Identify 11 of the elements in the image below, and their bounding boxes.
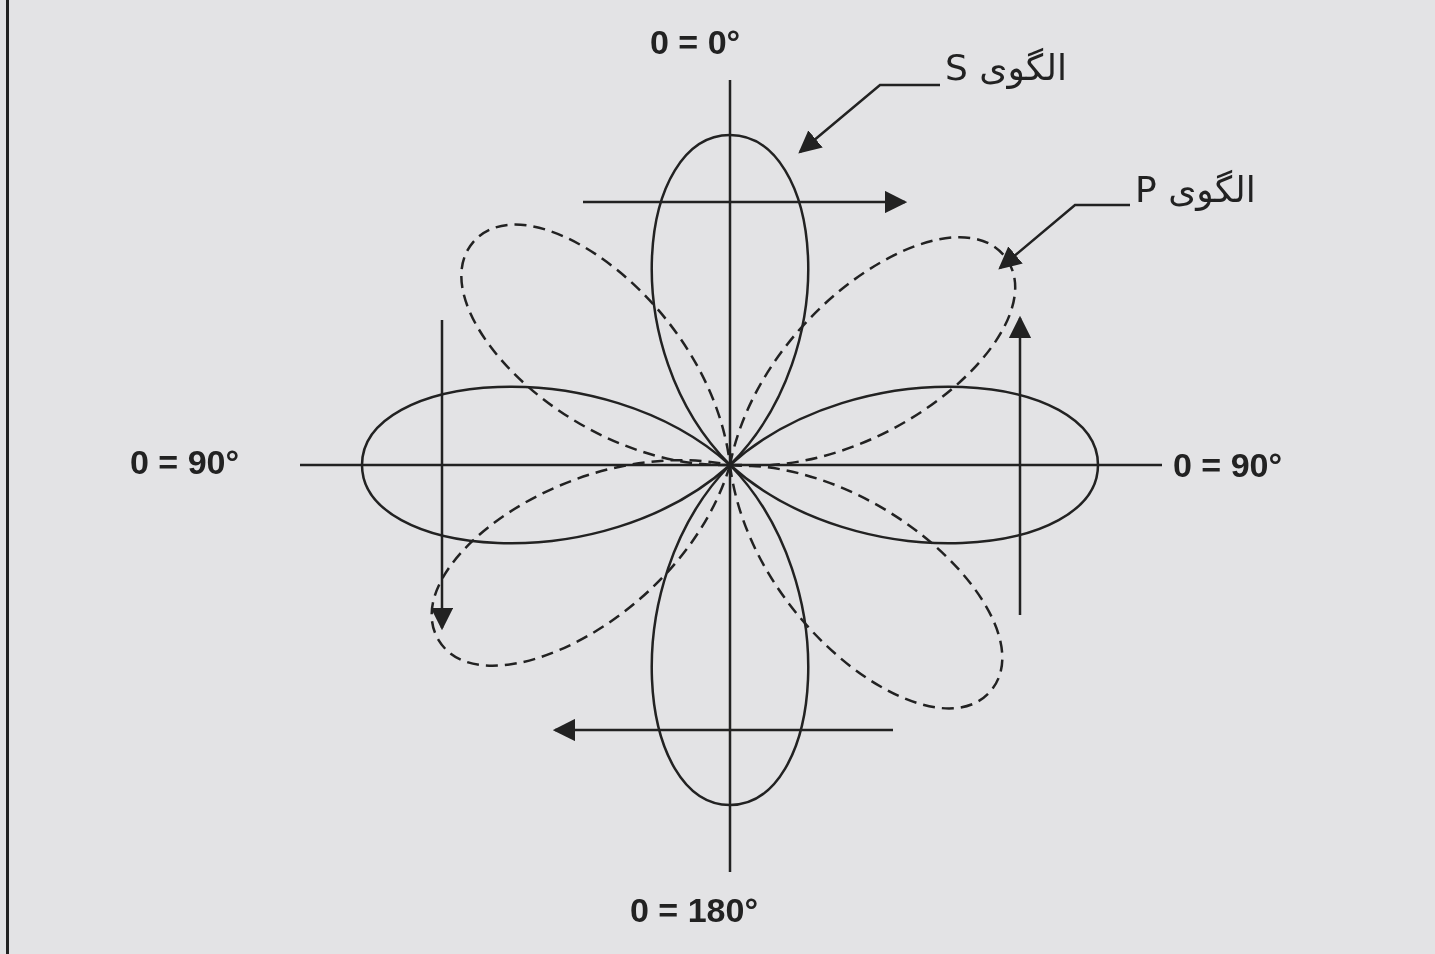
dashed-lobe — [728, 463, 1004, 710]
angle-label: 0 = 90° — [1173, 448, 1283, 482]
angle-label: 0 = 90° — [130, 445, 240, 479]
dashed-lobe — [728, 236, 1016, 467]
dashed-lobe — [460, 223, 732, 467]
leader-line — [798, 83, 940, 154]
dashed-lobe — [430, 459, 732, 667]
solid-lobe — [360, 385, 732, 545]
leader-line — [998, 203, 1130, 270]
angle-label: 0 = 0° — [650, 25, 741, 59]
angle-label: 0 = 180° — [630, 893, 758, 927]
